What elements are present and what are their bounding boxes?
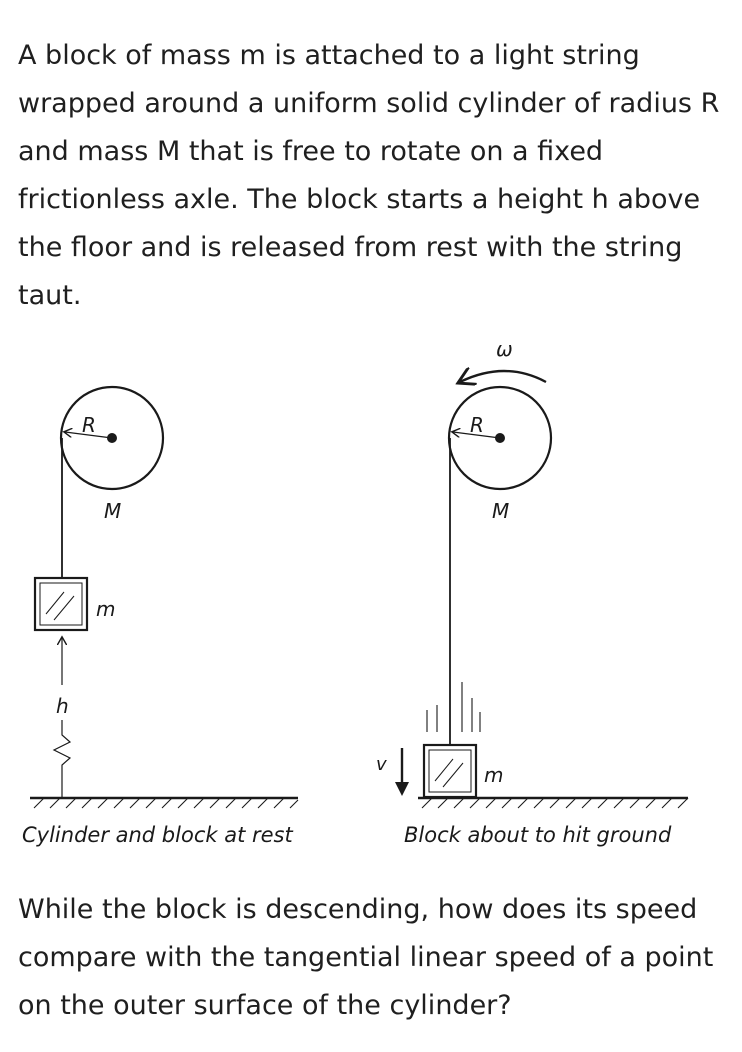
question-ask: While the block is descending, how does …	[18, 894, 714, 1021]
radius-arrow-right	[453, 432, 501, 439]
ground-hatch-left	[33, 797, 299, 809]
cylinder-mass-label-right: M	[492, 499, 509, 523]
physics-diagram: R M m h Cylinder and block at rest	[22, 337, 689, 847]
omega-arrow-right	[460, 371, 547, 382]
cylinder-right	[447, 385, 553, 491]
cylinder-mass-label-left: M	[104, 499, 121, 523]
caption-right: Block about to hit ground	[404, 823, 672, 847]
question-intro: A block of mass m is attached to a light…	[18, 40, 720, 311]
radius-label-right: R	[470, 413, 484, 437]
left-panel: R M m h Cylinder and block at rest	[22, 385, 299, 847]
height-label-left: h	[56, 694, 69, 718]
height-squiggle-left	[52, 720, 72, 798]
ground-hatch-right	[421, 797, 689, 809]
caption-left: Cylinder and block at rest	[22, 823, 293, 847]
radius-label-left: R	[82, 413, 96, 437]
velocity-label-right: v	[376, 754, 387, 775]
radius-arrow-left	[65, 432, 113, 439]
cylinder-left	[59, 385, 165, 491]
block-mass-label-left: m	[96, 597, 115, 621]
motion-lines-right	[426, 682, 481, 732]
omega-label-right: ω	[496, 337, 513, 361]
right-panel: ω R M v m	[376, 337, 689, 847]
block-left	[33, 576, 89, 632]
block-right	[422, 743, 478, 799]
block-mass-label-right: m	[484, 763, 503, 787]
